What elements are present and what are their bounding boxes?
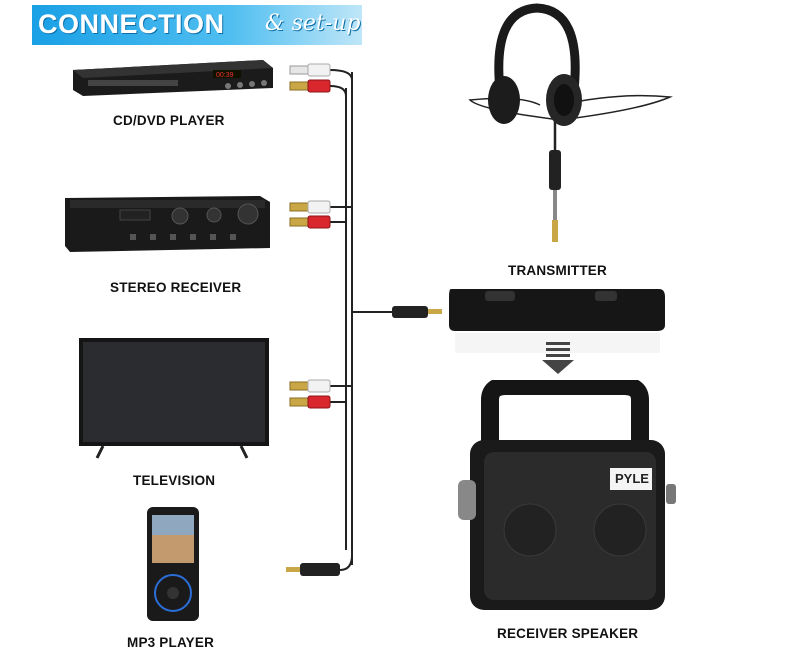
banner-subtitle: & set-up <box>265 11 361 36</box>
headphones-icon <box>488 3 582 126</box>
cd-dvd-player: 00:39 <box>73 60 273 96</box>
stereo-receiver <box>65 196 270 252</box>
svg-text:00:39: 00:39 <box>216 72 234 79</box>
mp3-player <box>147 507 199 621</box>
stereo-label: STEREO RECEIVER <box>110 280 242 295</box>
cd-dvd-label: CD/DVD PLAYER <box>113 113 225 128</box>
receiver-speaker <box>458 380 676 610</box>
banner-title: CONNECTION <box>38 9 225 39</box>
speaker-brand-logo: PYLE <box>615 471 649 486</box>
aux-plug-icon <box>286 563 340 576</box>
rca-plug-icon <box>289 379 331 409</box>
receiver-speaker-label: RECEIVER SPEAKER <box>497 626 639 641</box>
title-banner: CONNECTION & set-up <box>32 5 362 45</box>
down-arrow-icon <box>542 342 574 374</box>
mp3-label: MP3 PLAYER <box>127 635 215 650</box>
television-label: TELEVISION <box>133 473 216 488</box>
transmitter-label: TRANSMITTER <box>508 263 607 278</box>
aux-plug-icon <box>392 306 442 318</box>
television <box>79 338 269 459</box>
rca-plug-icon <box>289 63 331 93</box>
rca-plug-icon <box>289 200 331 229</box>
aux-plug-icon <box>549 150 561 242</box>
